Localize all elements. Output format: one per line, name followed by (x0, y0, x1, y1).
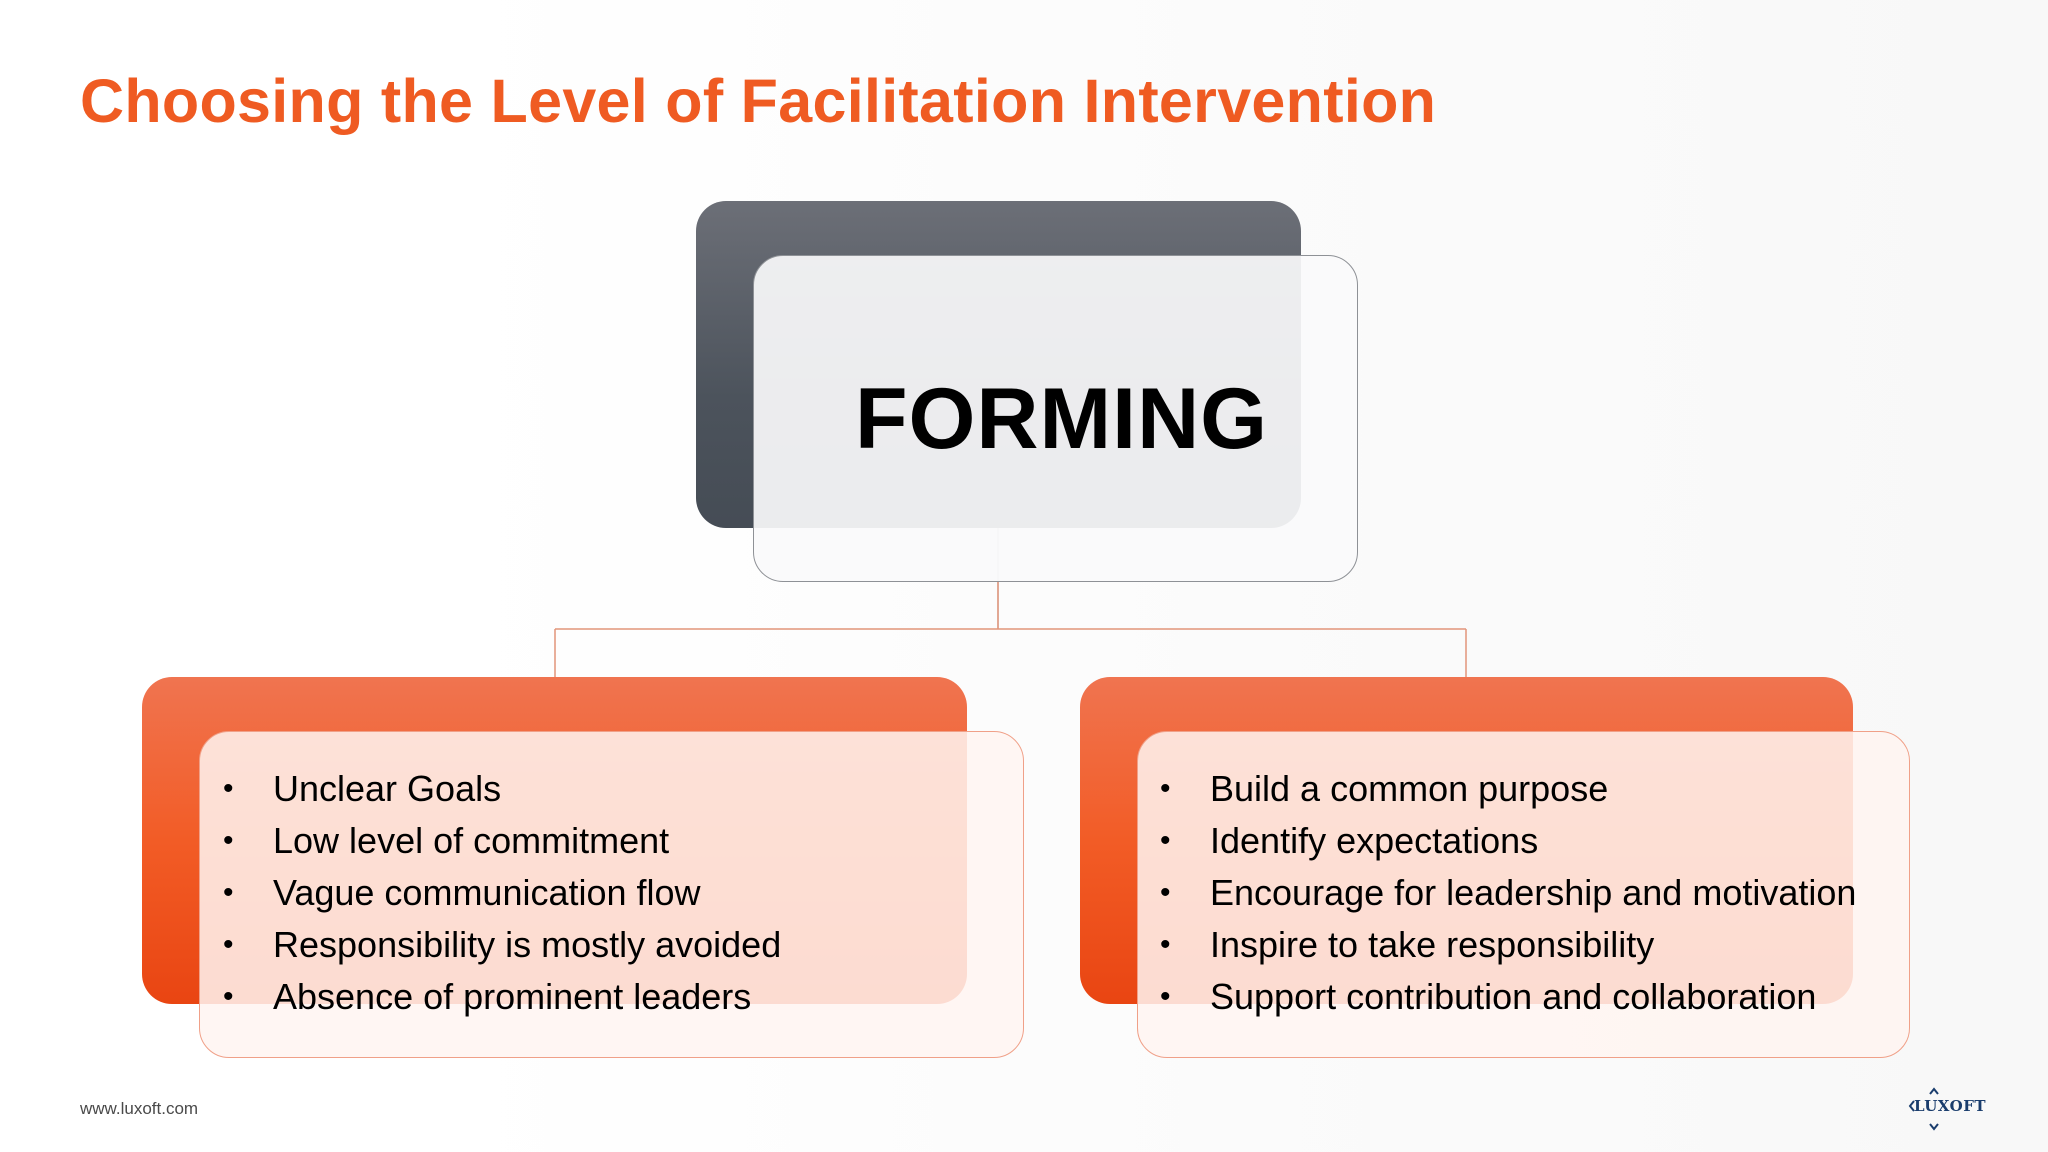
bullet-icon: • (1160, 928, 1171, 961)
list-item-text: Build a common purpose (1210, 768, 1609, 809)
list-item: • Encourage for leadership and motivation (1160, 867, 1856, 919)
list-item: • Absence of prominent leaders (223, 971, 781, 1023)
list-item-text: Low level of commitment (273, 820, 670, 861)
bullet-icon: • (1160, 876, 1171, 909)
luxoft-logo: LUXOFT (1908, 1086, 1992, 1132)
list-item-text: Responsibility is mostly avoided (273, 924, 782, 965)
right-node (1137, 731, 1910, 1058)
list-item: • Vague communication flow (223, 867, 781, 919)
bullet-icon: • (1160, 824, 1171, 857)
list-item-text: Encourage for leadership and motivation (1210, 872, 1857, 913)
bullet-icon: • (223, 928, 234, 961)
list-item-text: Identify expectations (1210, 820, 1539, 861)
root-node (753, 255, 1358, 582)
list-item: • Unclear Goals (223, 763, 781, 815)
list-item: • Support contribution and collaboration (1160, 971, 1856, 1023)
list-item-text: Absence of prominent leaders (273, 976, 752, 1017)
footer-url[interactable]: www.luxoft.com (80, 1099, 199, 1118)
list-item: • Low level of commitment (223, 815, 781, 867)
list-item-text: Unclear Goals (273, 768, 502, 809)
list-item-text: Inspire to take responsibility (1210, 924, 1655, 965)
bullet-icon: • (223, 824, 234, 857)
list-item-text: Vague communication flow (273, 872, 701, 913)
bullet-icon: • (223, 772, 234, 805)
right-node-list: • Build a common purpose • Identify expect… (1160, 763, 1856, 1023)
list-item-text: Support contribution and collaboration (1210, 976, 1817, 1017)
root-node-label: FORMING (855, 371, 1269, 467)
slide-title: Choosing the Level of Facilitation Inter… (80, 67, 1437, 135)
bullet-icon: • (1160, 980, 1171, 1013)
bullet-icon: • (223, 876, 234, 909)
list-item: • Responsibility is mostly avoided (223, 919, 781, 971)
logo-chevrons-icon (1908, 1087, 1939, 1131)
logo-text: LUXOFT (1913, 1097, 1987, 1115)
left-node (199, 731, 1024, 1058)
left-node-list: •Unclear Goals •Low level of commitment … (223, 763, 781, 1023)
list-item: • Identify expectations (1160, 815, 1856, 867)
list-item: • Build a common purpose (1160, 763, 1856, 815)
bullet-icon: • (1160, 772, 1171, 805)
bullet-icon: • (223, 980, 234, 1013)
list-item: • Inspire to take responsibility (1160, 919, 1856, 971)
